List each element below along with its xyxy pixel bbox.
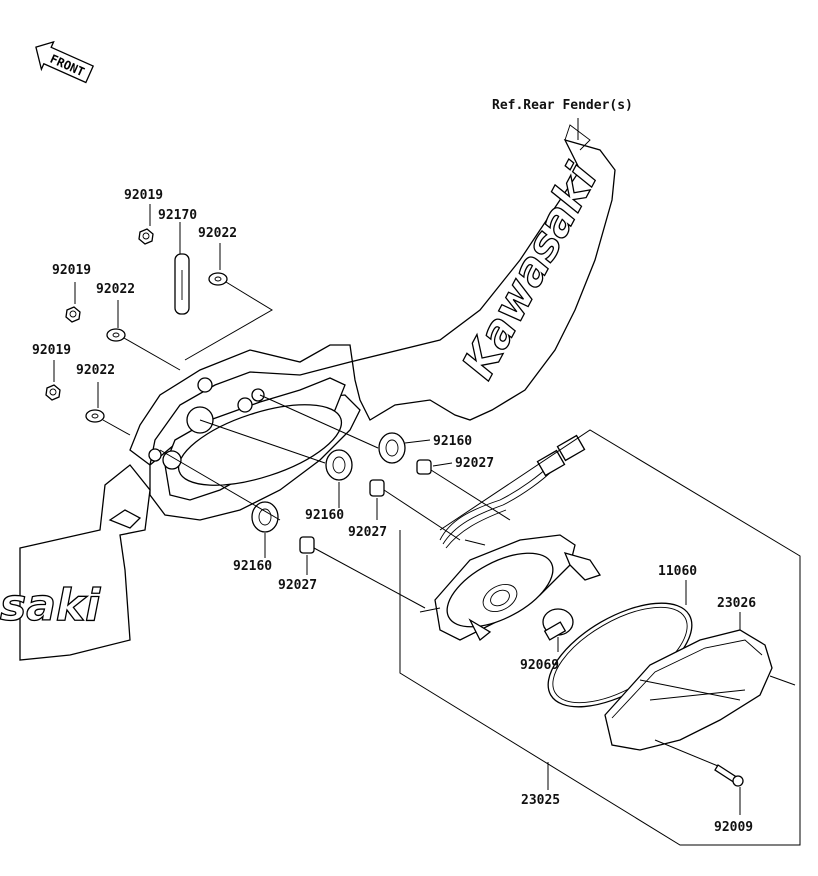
label-92022-c: 92022 xyxy=(76,363,115,378)
tail-lamp-housing xyxy=(419,534,602,642)
part-labels: Ref.Rear Fender(s) 92019 92170 92022 920… xyxy=(32,98,756,835)
front-arrow-icon: FRONT xyxy=(35,40,95,84)
washer-92022-a xyxy=(208,272,228,286)
label-92069: 92069 xyxy=(520,658,559,673)
grommet-92160-a xyxy=(378,432,406,464)
label-23026: 23026 xyxy=(717,596,756,611)
washer-92022-c xyxy=(85,409,105,423)
label-92027-b: 92027 xyxy=(348,525,387,540)
leader-lines xyxy=(53,118,801,846)
label-92027-c: 92027 xyxy=(278,578,317,593)
stay-92170 xyxy=(174,253,190,315)
nut-92019-c xyxy=(45,384,61,401)
screw-92009 xyxy=(714,764,744,787)
label-92019-c: 92019 xyxy=(32,343,71,358)
label-92160-a: 92160 xyxy=(433,434,472,449)
label-92009: 92009 xyxy=(714,820,753,835)
collar-92027-c xyxy=(299,536,315,554)
grommet-92160-c xyxy=(251,501,279,533)
label-92027-a: 92027 xyxy=(455,456,494,471)
label-92019-b: 92019 xyxy=(52,263,91,278)
label-ref-rear-fender: Ref.Rear Fender(s) xyxy=(492,98,633,113)
label-92170: 92170 xyxy=(158,208,197,223)
gasket-11060 xyxy=(547,602,693,708)
washer-92022-b xyxy=(106,328,126,342)
side-cover-logo: saki xyxy=(0,580,101,631)
label-92160-c: 92160 xyxy=(233,559,272,574)
label-92160-b: 92160 xyxy=(305,508,344,523)
collar-92027-a xyxy=(416,459,432,475)
label-23025: 23025 xyxy=(521,793,560,808)
lens-23026 xyxy=(604,629,773,751)
label-92022-a: 92022 xyxy=(198,226,237,241)
nut-92019-a xyxy=(138,228,154,245)
label-11060: 11060 xyxy=(658,564,697,579)
label-92019-a: 92019 xyxy=(124,188,163,203)
nut-92019-b xyxy=(65,306,81,323)
collar-92027-b xyxy=(369,479,385,497)
label-92022-b: 92022 xyxy=(96,282,135,297)
grommet-92160-b xyxy=(325,449,353,481)
bulb-92069 xyxy=(542,608,574,641)
wiring-harness xyxy=(439,434,586,549)
side-cover: saki xyxy=(0,464,151,661)
